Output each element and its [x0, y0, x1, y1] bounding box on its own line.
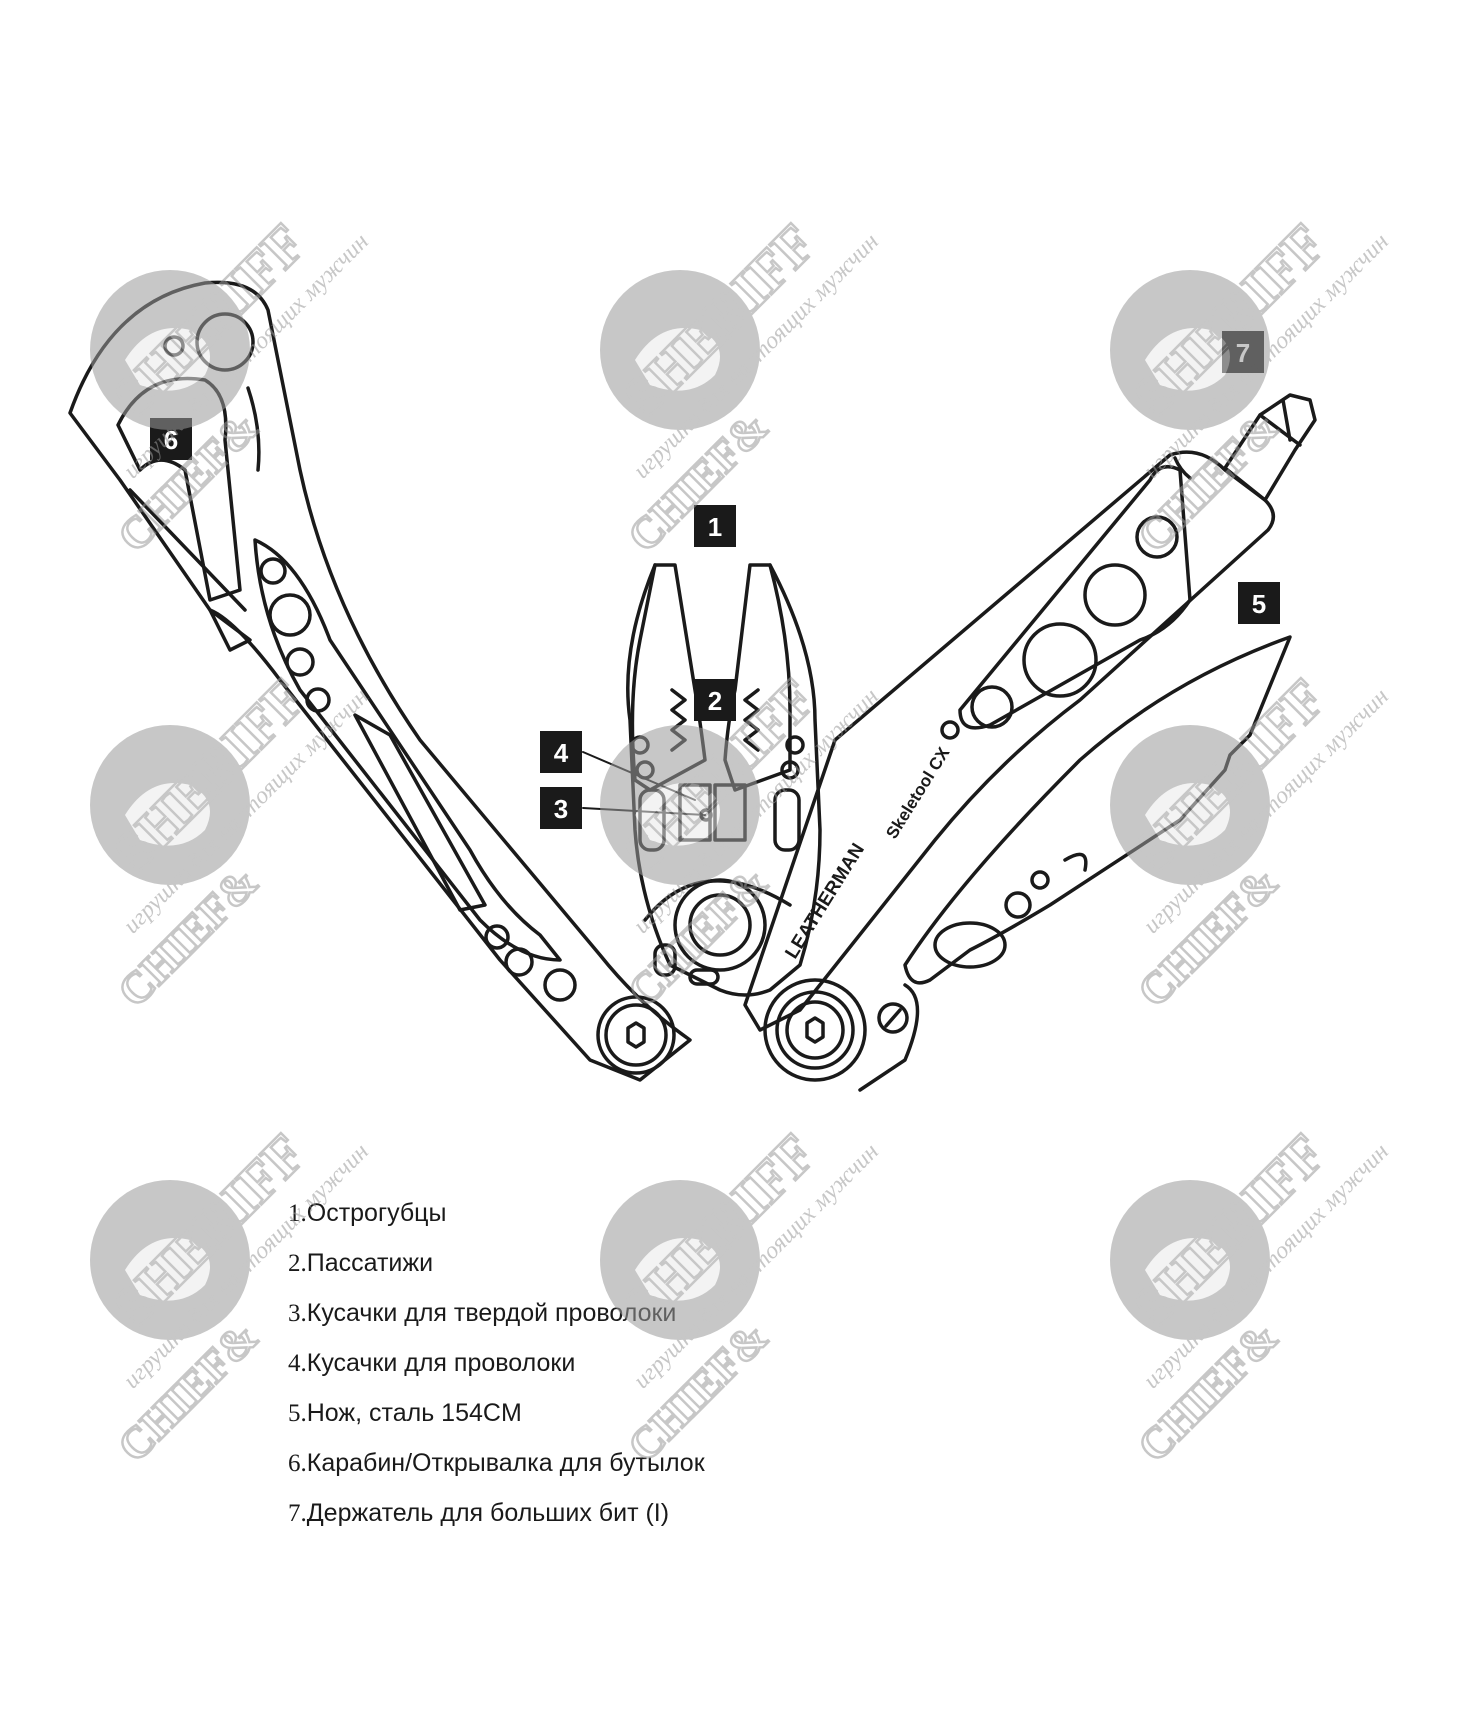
svg-text:6: 6 — [164, 425, 178, 455]
callout-4: 4 — [540, 731, 582, 773]
left-handle — [68, 280, 692, 1082]
legend-item: 1.Острогубцы — [288, 1199, 447, 1227]
legend-item: 5.Нож, сталь 154CM — [288, 1399, 522, 1427]
callout-3: 3 — [540, 787, 582, 829]
right-handle: LEATHERMAN Skeletool CX — [743, 393, 1317, 1092]
svg-text:5: 5 — [1252, 589, 1266, 619]
knife-blade — [903, 635, 1292, 985]
callout-6: 6 — [150, 418, 192, 460]
parts-legend: 1.Острогубцы 2.Пассатижи 3.Кусачки для т… — [288, 1188, 705, 1538]
callout-1: 1 — [694, 505, 736, 547]
callout-3-leader — [582, 807, 706, 816]
svg-text:3: 3 — [554, 794, 568, 824]
pliers-head — [626, 563, 822, 997]
svg-text:1: 1 — [708, 512, 722, 542]
legend-item: 2.Пассатижи — [288, 1249, 434, 1277]
legend-item: 4.Кусачки для проволоки — [288, 1349, 576, 1377]
callout-2: 2 — [694, 679, 736, 721]
legend-item: 7.Держатель для больших бит (I) — [288, 1499, 670, 1527]
legend-item: 3.Кусачки для твердой проволоки — [288, 1299, 677, 1327]
svg-text:4: 4 — [554, 738, 569, 768]
svg-text:2: 2 — [708, 686, 722, 716]
tool-model-label: Skeletool CX — [882, 743, 954, 842]
svg-text:7: 7 — [1236, 338, 1250, 368]
callout-7: 7 — [1222, 331, 1264, 373]
legend-item: 6.Карабин/Открывалка для бутылок — [288, 1449, 705, 1477]
callout-5: 5 — [1238, 582, 1280, 624]
